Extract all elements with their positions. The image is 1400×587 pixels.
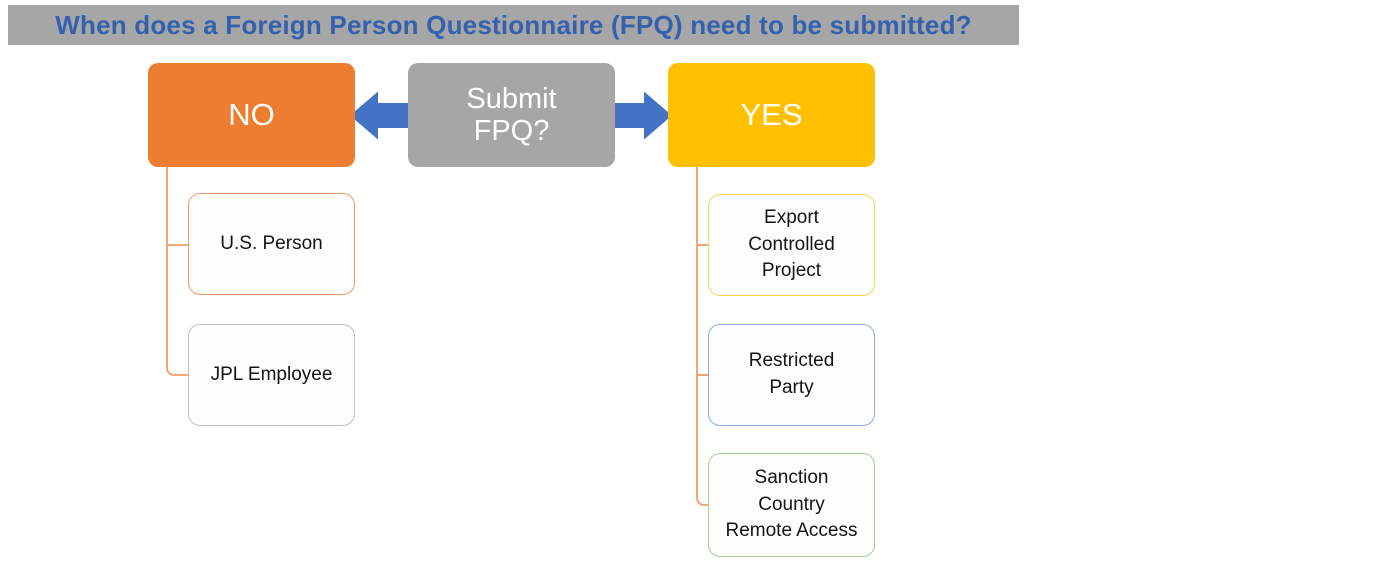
root-node-submit-fpq: Submit FPQ?	[408, 63, 615, 167]
yes-branch-connectors	[696, 167, 708, 506]
page-title: When does a Foreign Person Questionnaire…	[55, 9, 972, 40]
branch-node-yes: YES	[668, 63, 875, 167]
no-branch-connectors	[166, 167, 188, 376]
node-jpl-employee: JPL Employee	[188, 324, 355, 426]
arrow-left-icon	[350, 91, 411, 140]
node-restricted-party: Restricted Party	[708, 324, 875, 426]
title-banner: When does a Foreign Person Questionnaire…	[8, 5, 1019, 45]
node-sanction-country-remote-access: Sanction Country Remote Access	[708, 453, 875, 557]
arrow-right-icon	[612, 91, 672, 140]
node-export-controlled-project: Export Controlled Project	[708, 194, 875, 296]
node-us-person: U.S. Person	[188, 193, 355, 295]
branch-node-no: NO	[148, 63, 355, 167]
